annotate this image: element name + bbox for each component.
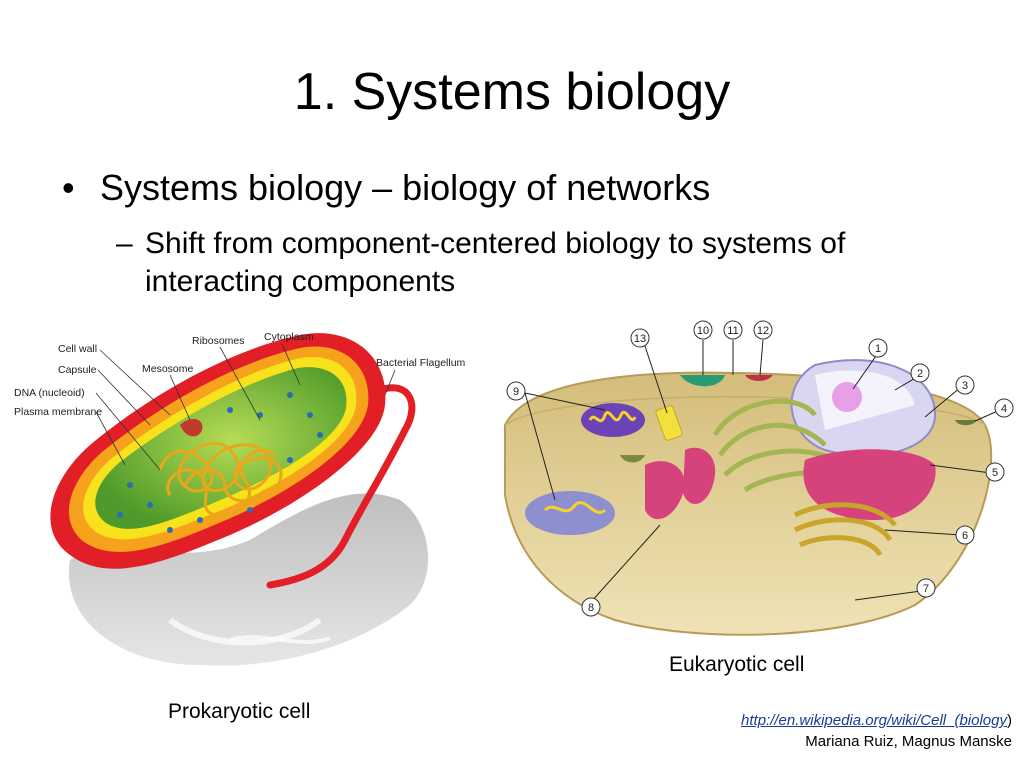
slide-title: 1. Systems biology — [293, 63, 731, 121]
marker-11: 11 — [727, 325, 738, 337]
nucleus — [790, 359, 937, 457]
marker-13: 13 — [634, 333, 646, 345]
label-ribosomes: Ribosomes — [192, 335, 245, 347]
label-capsule: Capsule — [58, 364, 97, 376]
prokaryotic-cell-diagram: Cell wall Capsule DNA (nucleoid) Plasma … — [14, 331, 466, 666]
bacterium-body — [50, 333, 386, 569]
marker-leaders — [524, 339, 1001, 603]
eukaryote-caption: Eukaryotic cell — [669, 653, 805, 676]
marker-12: 12 — [757, 325, 769, 337]
sub-bullet-text: Shift from component-centered biology to… — [145, 227, 846, 298]
link-suffix: ) — [1007, 712, 1012, 729]
nucleoid-dna — [158, 442, 283, 517]
sub-bullet-marker: – — [116, 227, 133, 260]
vesicles — [620, 375, 977, 463]
bullet-item: • Systems biology – biology of networks — [62, 168, 710, 208]
label-flagellum: Bacterial Flagellum — [376, 357, 466, 369]
bullet-text: Systems biology – biology of networks — [100, 167, 711, 208]
marker-7: 7 — [923, 583, 929, 595]
marker-10: 10 — [697, 325, 709, 337]
image-credit: http://en.wikipedia.org/wiki/Cell_(biolo… — [741, 712, 1012, 729]
label-mesosome: Mesosome — [142, 363, 194, 375]
label-plasma-membrane: Plasma membrane — [14, 406, 102, 418]
eukaryotic-cell-diagram: 1 2 3 4 5 6 7 8 9 10 11 12 13 — [504, 320, 1014, 636]
label-cell-wall: Cell wall — [58, 343, 97, 355]
label-cytoplasm: Cytoplasm — [264, 331, 314, 343]
marker-8: 8 — [588, 602, 594, 614]
marker-2: 2 — [917, 368, 923, 380]
marker-9: 9 — [513, 386, 519, 398]
sub-bullet-item: – Shift from component-centered biology … — [116, 225, 966, 301]
number-marker-labels: 1 2 3 4 5 6 7 8 9 10 11 12 13 — [513, 325, 1007, 614]
nucleolus — [832, 382, 862, 412]
marker-4: 4 — [1001, 403, 1007, 415]
cell-shadow — [68, 493, 429, 666]
marker-3: 3 — [962, 380, 968, 392]
prokaryote-labels: Cell wall Capsule DNA (nucleoid) Plasma … — [14, 331, 466, 471]
ribosome-dots — [117, 392, 323, 533]
centrioles — [655, 405, 683, 441]
mesosome — [180, 418, 203, 437]
mitochondria — [525, 403, 645, 535]
golgi — [793, 502, 897, 557]
label-dna: DNA (nucleoid) — [14, 387, 85, 399]
bullet-marker: • — [62, 167, 75, 208]
wikipedia-link[interactable]: http://en.wikipedia.org/wiki/Cell_(biolo… — [741, 712, 1007, 729]
credit-authors: Mariana Ruiz, Magnus Manske — [805, 733, 1012, 750]
number-markers — [506, 320, 1014, 617]
marker-1: 1 — [875, 343, 881, 355]
prokaryote-caption: Prokaryotic cell — [168, 700, 311, 723]
marker-5: 5 — [992, 467, 998, 479]
marker-6: 6 — [962, 530, 968, 542]
flagellum — [266, 384, 416, 589]
